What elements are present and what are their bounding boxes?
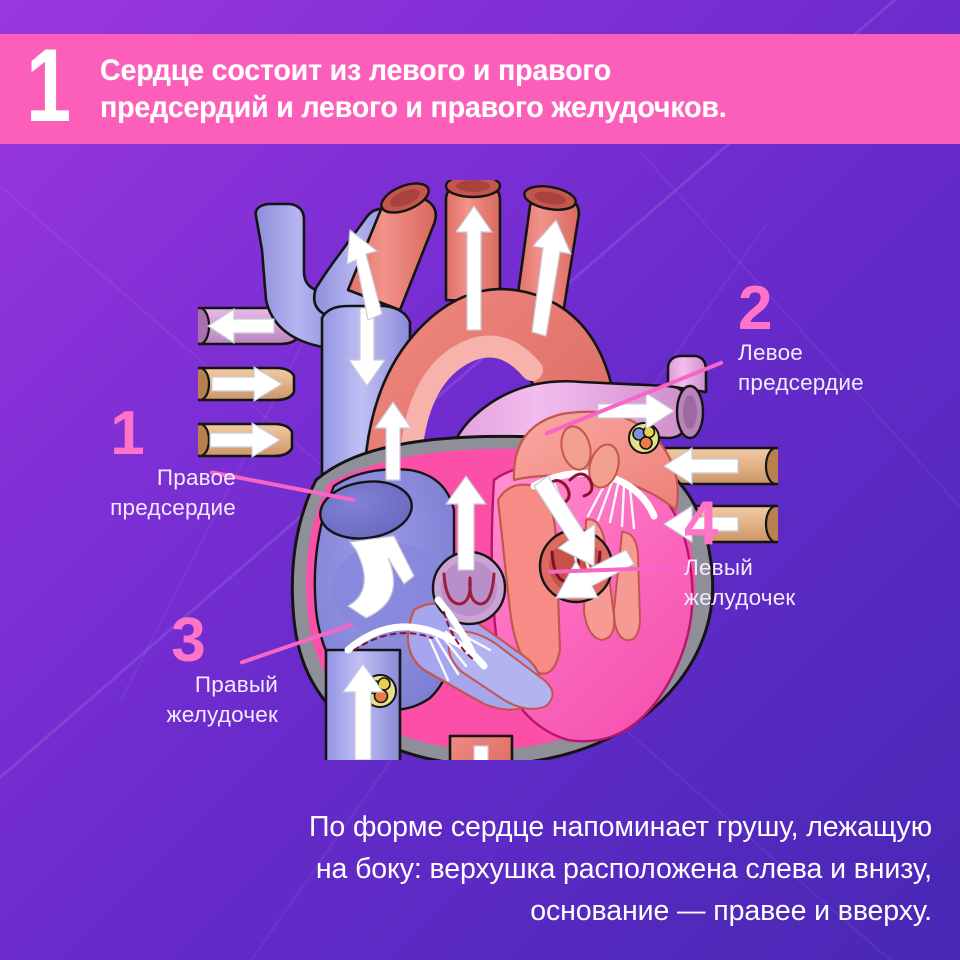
flow-arrow-up <box>531 218 573 337</box>
callout-left-atrium[interactable]: 2 Левое предсердие <box>738 274 948 398</box>
callout-number-4: 4 <box>684 489 718 558</box>
callout-right-atrium[interactable]: 1 Правое предсердие <box>36 399 236 523</box>
callout-label-3: Правый желудочек <box>166 672 278 727</box>
flow-arrow-up <box>373 400 413 481</box>
flow-arrow-up <box>444 474 488 571</box>
pulmonary-valve <box>431 550 507 626</box>
callout-left-ventricle[interactable]: 4 Левый желудочек <box>684 489 884 613</box>
flow-arrow-up <box>554 549 635 599</box>
header-band: 1 Сердце состоит из левого и правого пре… <box>0 34 960 144</box>
flow-arrow-down <box>473 745 489 760</box>
flow-arrow-left <box>206 307 275 345</box>
footer-line-1: По форме сердце напоминает грушу, лежащу… <box>309 811 932 843</box>
valve-edge-detail <box>353 611 475 661</box>
flow-arrows <box>206 204 739 760</box>
callout-number-2: 2 <box>738 274 772 343</box>
atrial-appendage <box>588 443 620 489</box>
heart-diagram <box>198 180 778 760</box>
flow-arrow-right <box>209 421 282 459</box>
atrial-appendage <box>560 425 592 471</box>
header-title-line-2: предсердий и левого и правого желудочков… <box>99 91 727 124</box>
flow-arrow-up <box>346 228 383 321</box>
callout-label-4: Левый желудочек <box>684 555 796 610</box>
header-step-number: 1 <box>26 28 71 144</box>
footer-line-2: на боку: верхушка расположена слева и вн… <box>315 853 932 885</box>
flow-arrow-up <box>341 662 385 760</box>
flow-arrow-down <box>533 475 596 567</box>
header-title: Сердце состоит из левого и правого предс… <box>100 52 727 126</box>
footer-line-3: основание — правее и вверху. <box>530 895 932 927</box>
callout-number-3: 3 <box>171 606 205 675</box>
footer-caption: По форме сердце напоминает грушу, лежащу… <box>60 806 932 932</box>
flow-arrow-up <box>454 204 494 331</box>
header-title-line-1: Сердце состоит из левого и правого <box>99 54 611 87</box>
callout-number-1: 1 <box>110 399 144 468</box>
flow-arrow-left <box>662 446 739 486</box>
flow-arrow-left <box>662 504 739 544</box>
flow-arrow-right <box>597 391 676 431</box>
flow-arrow-curved <box>346 535 415 619</box>
callout-right-ventricle[interactable]: 3 Правый желудочек <box>98 606 278 730</box>
coronary-vessels <box>628 422 660 454</box>
callout-label-1: Правое предсердие <box>110 465 236 520</box>
callout-label-2: Левое предсердие <box>738 340 864 395</box>
flow-arrow-right <box>211 365 284 403</box>
